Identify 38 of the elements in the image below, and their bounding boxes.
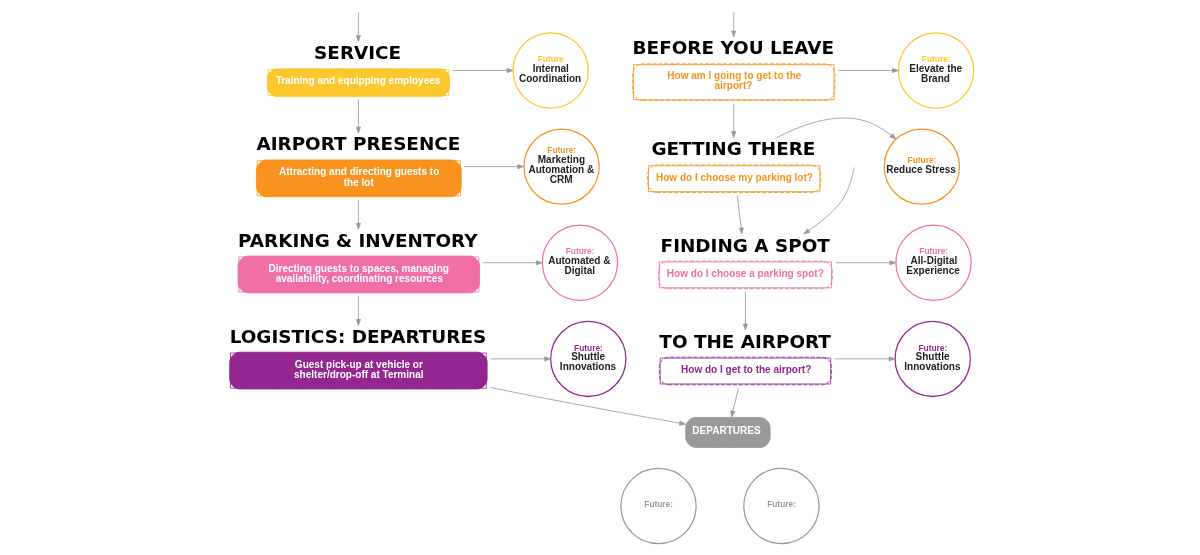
node-label: TO THE AIRPORT [659, 330, 831, 352]
node-label: PARKING & INVENTORY [238, 229, 478, 251]
node-label: BEFORE YOU LEAVE [632, 37, 835, 59]
node-circle: Future: Elevate the Brand [897, 32, 975, 109]
node-circle: Future: Marketing Automation & CRM [523, 128, 600, 205]
arrow [776, 117, 897, 140]
arrow [355, 295, 361, 326]
node-circle: Future: All-Digital Experience [895, 224, 972, 301]
node-label: AIRPORT PRESENCE [256, 133, 461, 155]
arrow [743, 291, 748, 331]
node-label: FINDING A SPOT [660, 234, 830, 256]
arrow [731, 11, 737, 38]
arrow [355, 11, 361, 42]
node-label: SERVICE [314, 42, 402, 64]
node-circle: Future: Shuttle Innovations [894, 320, 971, 398]
arrow [355, 99, 361, 134]
node-circle: Future: Reduce Stress [883, 128, 961, 205]
arrow [835, 260, 897, 266]
arrow [355, 199, 361, 230]
node-box: DEPARTURES [685, 416, 771, 448]
arrow [834, 356, 896, 362]
arrow [838, 68, 899, 73]
arrow [803, 167, 855, 235]
arrow [463, 164, 524, 170]
node-circle: Future Internal Coordination [512, 32, 589, 109]
arrow [731, 103, 737, 138]
node-label: LOGISTICS: DEPARTURES [229, 325, 487, 347]
node-label: GETTING THERE [651, 138, 816, 160]
arrow [482, 260, 543, 266]
node-circle: Future: [743, 467, 820, 545]
node-circle: Future: Shuttle Innovations [550, 320, 627, 398]
arrow [736, 195, 744, 235]
arrow [490, 387, 686, 426]
node-circle: Future: Automated & Digital [541, 224, 619, 301]
node-circle: Future: [620, 467, 697, 545]
arrow [730, 387, 739, 418]
arrow [490, 356, 551, 362]
arrow [452, 68, 514, 73]
